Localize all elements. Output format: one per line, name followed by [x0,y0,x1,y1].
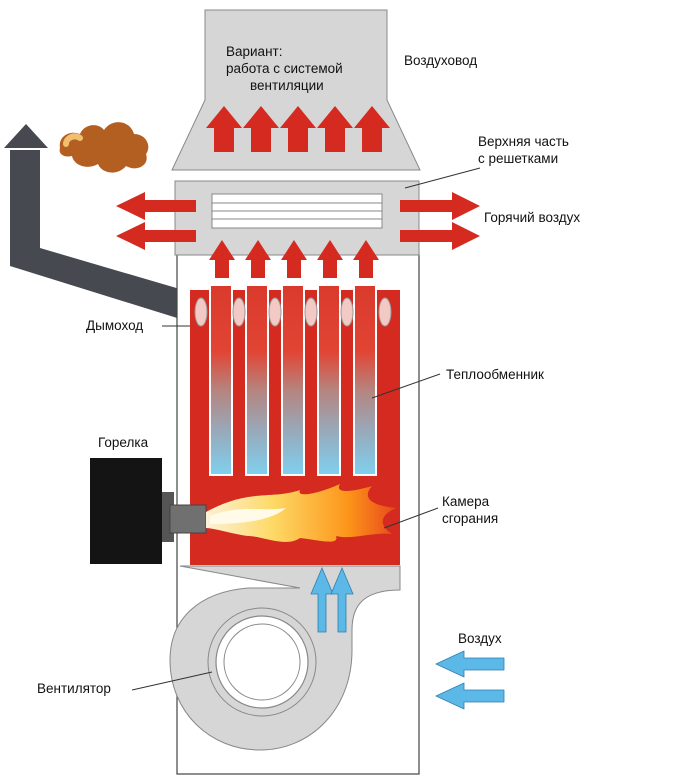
burner-label: Горелка [98,435,149,450]
duct-label: Воздуховод [404,53,478,68]
incoming-air-arrows [435,650,505,710]
chimney-label: Дымоход [86,318,144,333]
variant-line-3: вентиляции [250,78,324,93]
heat-exchanger-label: Теплообменник [446,367,544,382]
combustion-chamber-label: Камера сгорания [442,493,498,527]
upper-part-line-2: с решетками [478,151,559,166]
rising-hot-air-arrows [209,240,379,278]
smoke-icon [59,122,149,173]
burner [90,458,207,564]
heat-exchanger-tubes [209,284,377,476]
combustion-line-2: сгорания [442,511,499,526]
side-hot-air-arrows [116,192,480,250]
variant-label: Вариант: работа с системой вентиляции [226,43,343,94]
upper-grille-section [174,180,420,256]
hot-air-label: Горячий воздух [484,210,581,225]
upper-part-label: Верхняя часть с решетками [478,133,569,167]
leader-lines [131,167,481,691]
duct-hot-air-arrows [206,106,390,152]
combustion-line-1: Камера [442,494,490,509]
variant-line-1: Вариант: [226,44,283,59]
chimney [4,124,190,322]
cold-air-up-arrows [310,566,354,633]
fan-label: Вентилятор [37,681,111,696]
upper-part-line-1: Верхняя часть [478,134,569,149]
air-label: Воздух [458,631,502,646]
tube-openings [194,297,392,327]
variant-line-2: работа с системой [226,61,343,76]
flame-icon [206,484,396,542]
